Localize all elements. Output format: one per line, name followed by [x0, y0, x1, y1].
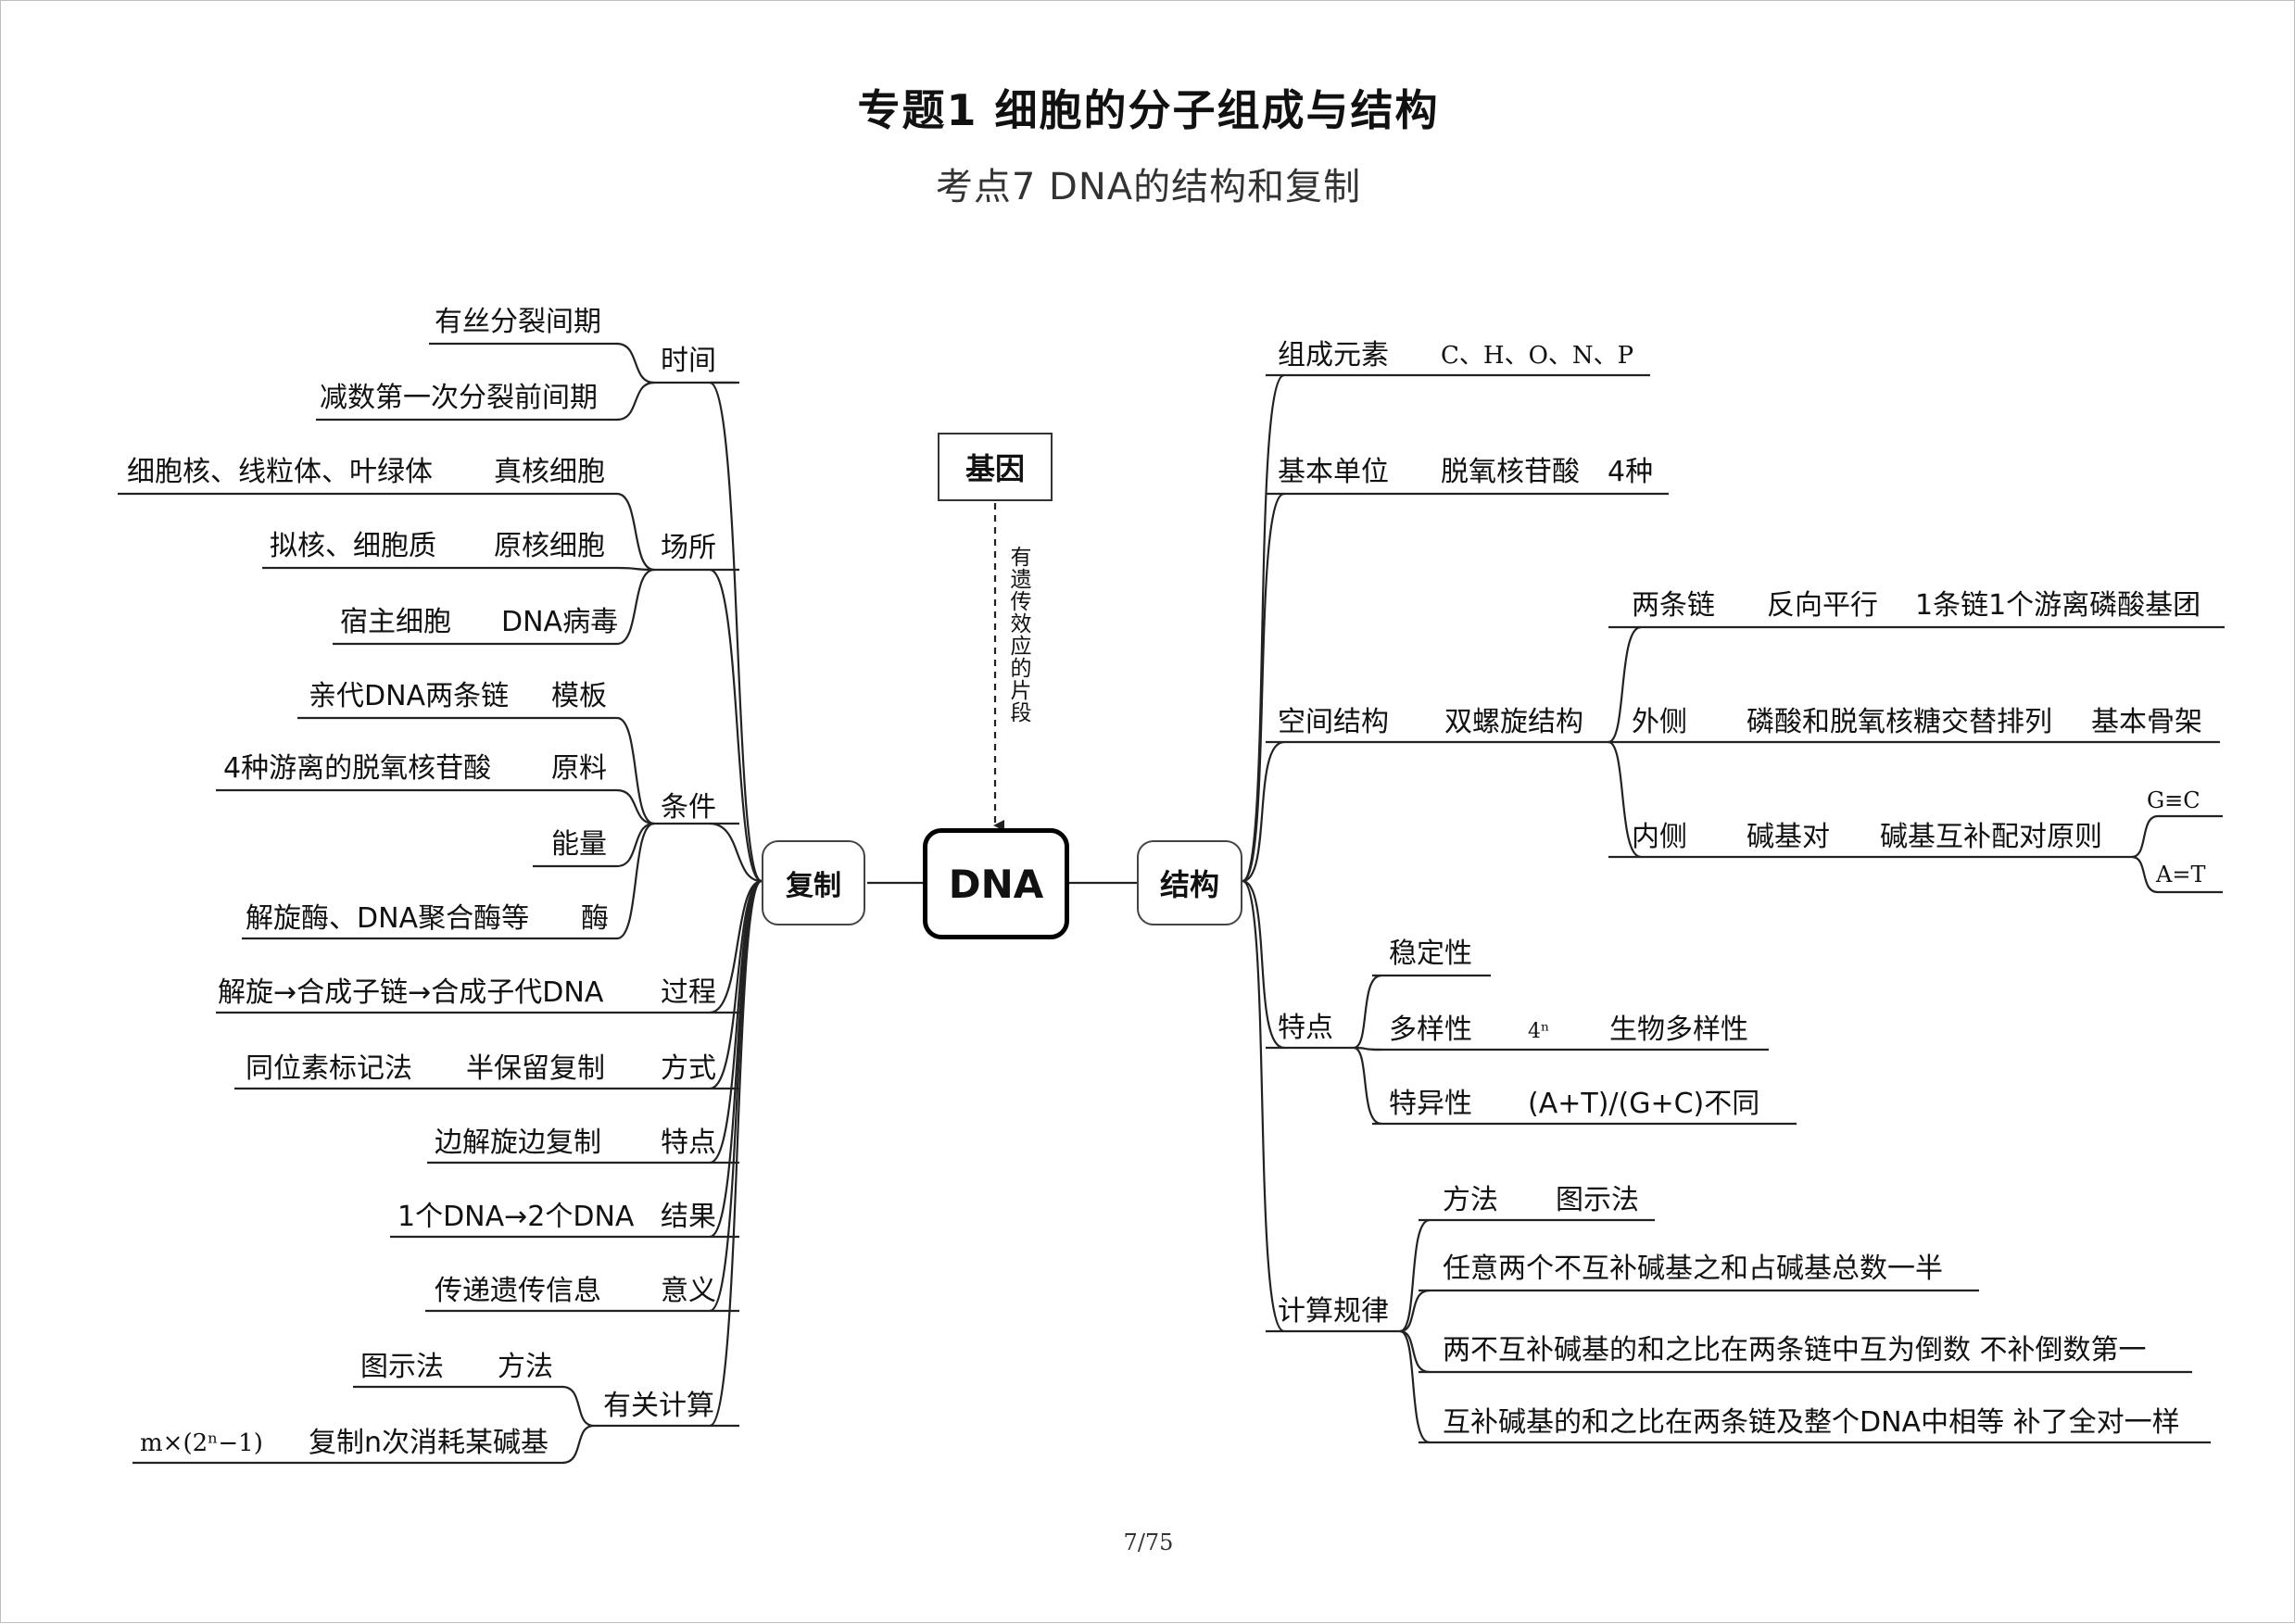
replication-node: 复制	[762, 840, 865, 925]
branch-elements: 组成元素	[1278, 339, 1389, 371]
branch-significance: 意义	[661, 1275, 716, 1307]
unit-extra: 4种	[1608, 456, 1654, 488]
rep-calc-detail-2: m×(2ⁿ−1)	[140, 1429, 263, 1457]
location-detail-3: 宿主细胞	[340, 606, 451, 638]
rep-calc-key-2: 复制n次消耗某碱基	[309, 1427, 549, 1459]
diversity-label: 多样性	[1389, 1013, 1472, 1046]
pair-gc: G≡C	[2147, 787, 2200, 813]
page-number: 7/75	[1123, 1530, 1174, 1555]
two-chains-label: 两条链	[1632, 589, 1715, 622]
branch-process: 过程	[661, 976, 716, 1009]
condition-detail-4: 解旋酶、DNA聚合酶等	[246, 902, 530, 935]
branch-result: 结果	[661, 1201, 716, 1233]
outside-a: 磷酸和脱氧核糖交替排列	[1746, 706, 2052, 738]
inside-b: 碱基互补配对原则	[1880, 821, 2102, 853]
condition-detail-2: 4种游离的脱氧核苷酸	[223, 752, 492, 785]
condition-key-3: 能量	[551, 828, 607, 861]
gene-node: 基因	[938, 433, 1053, 501]
diversity-b: 生物多样性	[1609, 1013, 1748, 1046]
location-key-2: 原核细胞	[494, 530, 605, 562]
condition-key-2: 原料	[551, 752, 607, 785]
location-detail-2: 拟核、细胞质	[270, 530, 436, 562]
calc-rule-1: 任意两个不互补碱基之和占碱基总数一半	[1443, 1253, 1943, 1285]
gene-link-label: 有遗传效应的片段	[1006, 546, 1030, 724]
stability: 稳定性	[1389, 938, 1472, 970]
outside-label: 外侧	[1632, 706, 1687, 738]
calc-method-value: 图示法	[1556, 1184, 1639, 1216]
diversity-a: 4ⁿ	[1528, 1020, 1550, 1043]
branch-conditions: 条件	[661, 791, 716, 824]
rep-calc-detail-1: 图示法	[360, 1351, 444, 1383]
location-key-1: 真核细胞	[494, 456, 605, 488]
branch-location: 场所	[661, 532, 716, 564]
structure-node: 结构	[1137, 840, 1242, 925]
result-detail: 1个DNA→2个DNA	[397, 1201, 635, 1233]
branch-spatial: 空间结构	[1278, 706, 1389, 738]
branch-rep-calc: 有关计算	[603, 1390, 714, 1422]
inside-label: 内侧	[1632, 821, 1687, 853]
unit-value: 脱氧核苷酸	[1441, 456, 1580, 488]
outside-b: 基本骨架	[2091, 706, 2202, 738]
mode-detail: 同位素标记法	[246, 1052, 412, 1085]
condition-key-4: 酶	[581, 902, 609, 935]
calc-method-label: 方法	[1443, 1184, 1498, 1216]
branch-mode: 方式	[661, 1052, 716, 1085]
location-key-3: DNA病毒	[501, 606, 619, 638]
spatial-value: 双螺旋结构	[1444, 706, 1583, 738]
two-chains-a: 反向平行	[1767, 589, 1878, 622]
specificity-a: (A+T)/(G+C)不同	[1528, 1088, 1760, 1120]
rep-calc-key-1: 方法	[498, 1351, 553, 1383]
significance-detail: 传递遗传信息	[435, 1275, 601, 1307]
calc-rule-2: 两不互补碱基的和之比在两条链中互为倒数 不补倒数第一	[1443, 1334, 2147, 1366]
specificity-label: 特异性	[1389, 1088, 1472, 1120]
pair-at: A=T	[2156, 862, 2206, 888]
elements-value: C、H、O、N、P	[1441, 342, 1634, 370]
inside-a: 碱基对	[1746, 821, 1830, 853]
feature-detail: 边解旋边复制	[435, 1127, 601, 1159]
branch-calc-rules: 计算规律	[1278, 1295, 1389, 1328]
branch-feature: 特点	[661, 1127, 716, 1159]
condition-detail-1: 亲代DNA两条链	[309, 680, 510, 712]
page-title: 专题1 细胞的分子组成与结构	[857, 85, 1440, 135]
condition-key-1: 模板	[551, 680, 607, 712]
mode-key: 半保留复制	[466, 1052, 605, 1085]
branch-features: 特点	[1278, 1012, 1333, 1044]
calc-rule-3: 互补碱基的和之比在两条链及整个DNA中相等 补了全对一样	[1443, 1406, 2180, 1439]
dna-node: DNA	[923, 828, 1069, 939]
branch-time: 时间	[661, 345, 716, 377]
time-item-2: 减数第一次分裂前间期	[320, 382, 598, 414]
time-item-1: 有丝分裂间期	[435, 306, 601, 338]
location-detail-1: 细胞核、线粒体、叶绿体	[127, 456, 433, 488]
process-detail: 解旋→合成子链→合成子代DNA	[218, 976, 604, 1009]
two-chains-b: 1条链1个游离磷酸基团	[1915, 589, 2201, 622]
page-subtitle: 考点7 DNA的结构和复制	[935, 166, 1362, 208]
branch-unit: 基本单位	[1278, 456, 1389, 488]
